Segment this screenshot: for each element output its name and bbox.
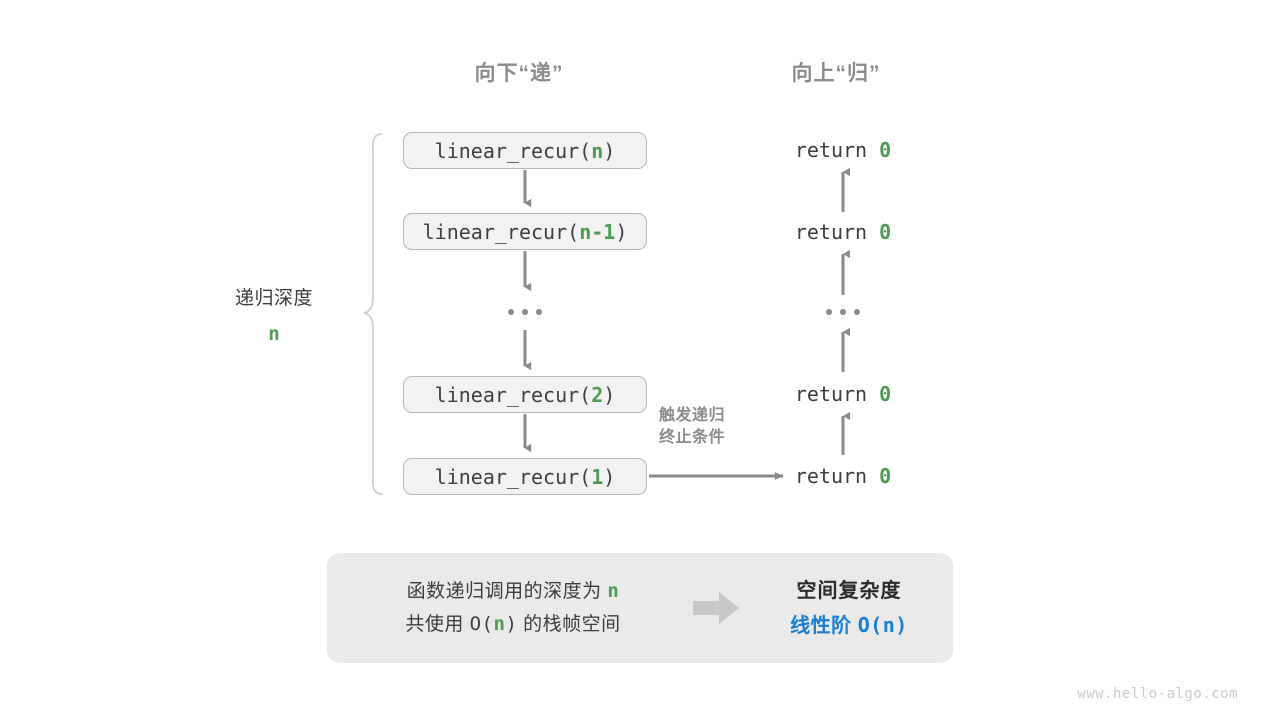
column-heading-ascend: 向上“归” [791,62,881,85]
call-frame-text-suffix: ) [603,464,616,489]
summary-premise: 函数递归调用的深度为 n 共使用 O(n) 的栈帧空间 [327,575,679,642]
call-frame-text-suffix: ) [615,219,628,244]
return-statement: return 0 [795,220,891,244]
call-frame-box: linear_recur(n) [403,132,647,169]
return-keyword: return [794,382,880,406]
recursion-depth-value: n [268,323,280,345]
summary-premise-bigo-open: O( [469,613,494,635]
site-watermark: www.hello-algo.com [1077,686,1238,702]
call-frame-text-suffix: ) [603,382,616,407]
return-statement: return 0 [795,464,891,488]
depth-brace [362,133,383,495]
call-frame-arg: 2 [591,382,604,407]
summary-conclusion-title: 空间复杂度 [796,579,902,602]
summary-arrow-slot [679,589,753,627]
call-frame-text-prefix: linear_recur( [422,219,580,244]
return-value: 0 [879,138,892,162]
summary-conclusion-bigo: O(n) [857,612,908,637]
return-value: 0 [879,464,892,488]
summary-premise-line2-tail: 的栈帧空间 [517,614,621,635]
call-frame-text-prefix: linear_recur( [434,382,592,407]
right-block-arrow-icon [693,592,739,624]
summary-premise-line1: 函数递归调用的深度为 n [347,575,679,608]
summary-premise-bigo-n: n [493,613,506,635]
summary-conclusion-order: 线性阶 [790,614,858,637]
call-frame-arg: n [591,138,604,163]
base-case-note: 触发递归 终止条件 [659,405,725,448]
summary-premise-bigo-close: ) [505,613,518,635]
summary-conclusion-value: 线性阶 O(n) [753,608,945,643]
call-frame-text-prefix: linear_recur( [434,138,592,163]
summary-premise-line2: 共使用 O(n) 的栈帧空间 [347,608,679,641]
return-keyword: return [794,220,880,244]
return-statement: return 0 [795,382,891,406]
summary-premise-line1-n: n [607,579,620,602]
call-frame-text-suffix: ) [603,138,616,163]
complexity-summary-panel: 函数递归调用的深度为 n 共使用 O(n) 的栈帧空间 空间复杂度 线性阶 O(… [327,553,953,663]
return-statement: return 0 [795,138,891,162]
recursion-depth-title: 递归深度 [234,288,314,309]
call-frame-box: linear_recur(n-1) [403,213,647,250]
recursion-depth-label: 递归深度 n [235,283,313,345]
return-chain-ellipsis-icon [826,309,860,315]
return-value: 0 [879,382,892,406]
column-heading-descend: 向下“递” [474,62,564,85]
base-case-note-line1: 触发递归 [659,407,726,424]
return-value: 0 [879,220,892,244]
call-chain-ellipsis-icon [508,309,542,315]
call-frame-box: linear_recur(2) [403,376,647,413]
summary-premise-line2-text: 共使用 [405,614,470,635]
call-frame-arg: n-1 [579,219,616,244]
base-case-note-line2: 终止条件 [659,428,726,446]
return-keyword: return [794,138,880,162]
call-frame-arg: 1 [591,464,604,489]
call-frame-text-prefix: linear_recur( [434,464,592,489]
return-keyword: return [794,464,880,488]
summary-conclusion: 空间复杂度 线性阶 O(n) [753,574,953,643]
call-frame-box: linear_recur(1) [403,458,647,495]
summary-premise-line1-text: 函数递归调用的深度为 [406,580,608,602]
